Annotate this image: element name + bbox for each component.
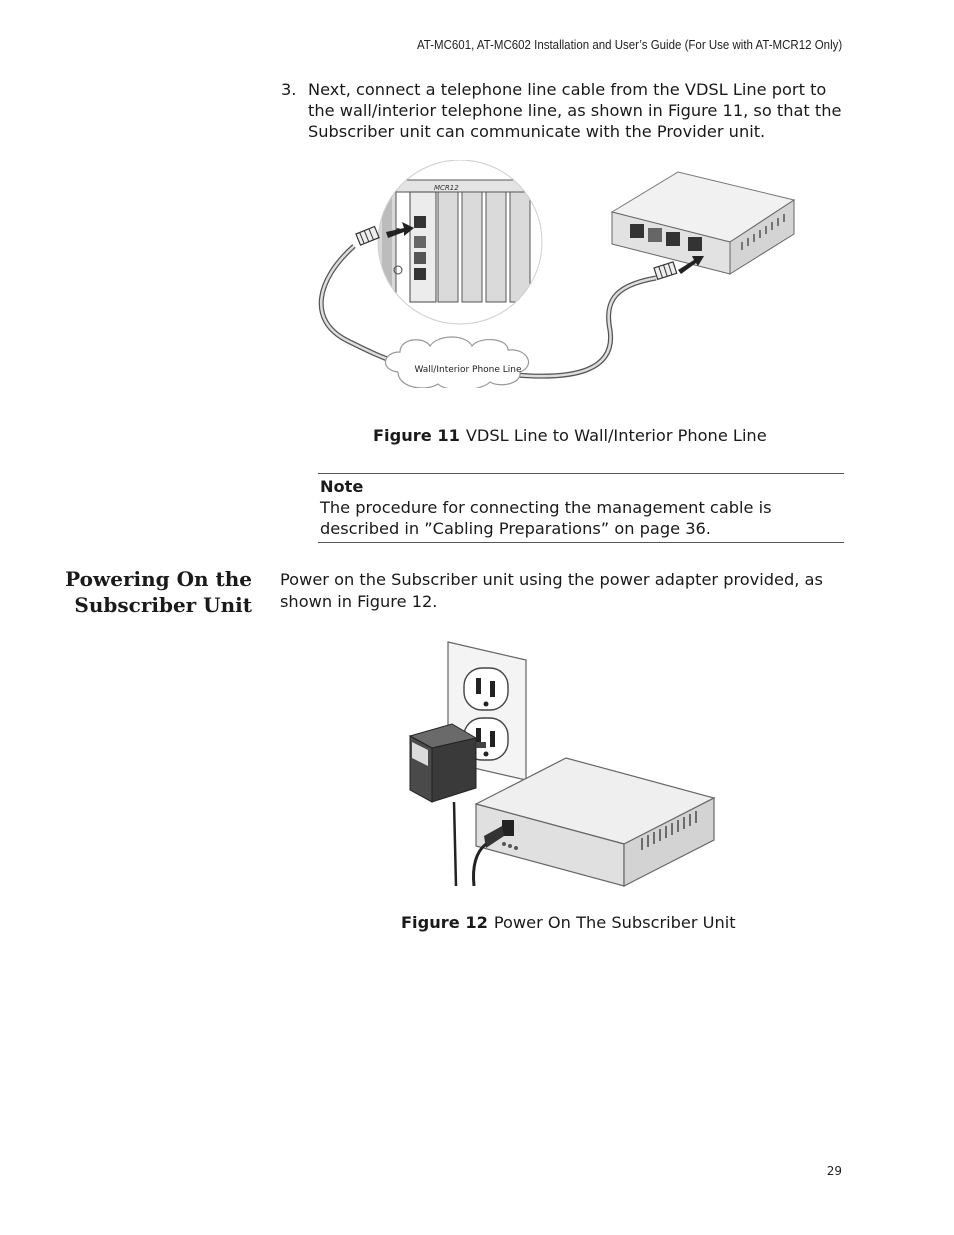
note-title: Note (320, 477, 364, 496)
mcr12-label-wrap: MCR12 (434, 184, 459, 192)
step-3: 3. Next, connect a telephone line cable … (281, 79, 851, 142)
step-number: 3. (281, 80, 297, 99)
note-box: Note The procedure for connecting the ma… (318, 473, 844, 543)
figure-11-caption: Figure 11 VDSL Line to Wall/Interior Phon… (373, 426, 767, 445)
figure-11-caption-text: VDSL Line to Wall/Interior Phone Line (465, 426, 767, 445)
cloud-label: Wall/Interior Phone Line (414, 365, 522, 375)
subscriber-unit-fig11 (610, 171, 796, 275)
figure-12-caption-text: Power On The Subscriber Unit (493, 913, 736, 932)
chassis-detail: MCR12 (378, 160, 542, 324)
power-adapter (408, 723, 486, 887)
chassis-label: MCR12 (434, 184, 459, 192)
running-header: AT-MC601, AT-MC602 Installation and User… (416, 38, 842, 52)
figure-11-caption-label: Figure 11 (373, 426, 460, 445)
figure-11-illustration: MCR12 Wall/Interior Phone Line (318, 160, 796, 388)
figure-12-caption-label: Figure 12 (401, 913, 488, 932)
page-number: 29 (826, 1164, 842, 1178)
note-text: The procedure for connecting the managem… (320, 498, 772, 538)
figure-12-illustration (408, 641, 716, 887)
phone-line-cloud: Wall/Interior Phone Line (384, 336, 530, 388)
subscriber-unit-fig12 (474, 757, 716, 887)
figure-12-caption: Figure 12 Power On The Subscriber Unit (401, 913, 736, 932)
section-heading: Powering On the Subscriber Unit (65, 567, 252, 617)
section-paragraph: Power on the Subscriber unit using the p… (280, 570, 823, 611)
step-text: Next, connect a telephone line cable fro… (308, 80, 842, 141)
